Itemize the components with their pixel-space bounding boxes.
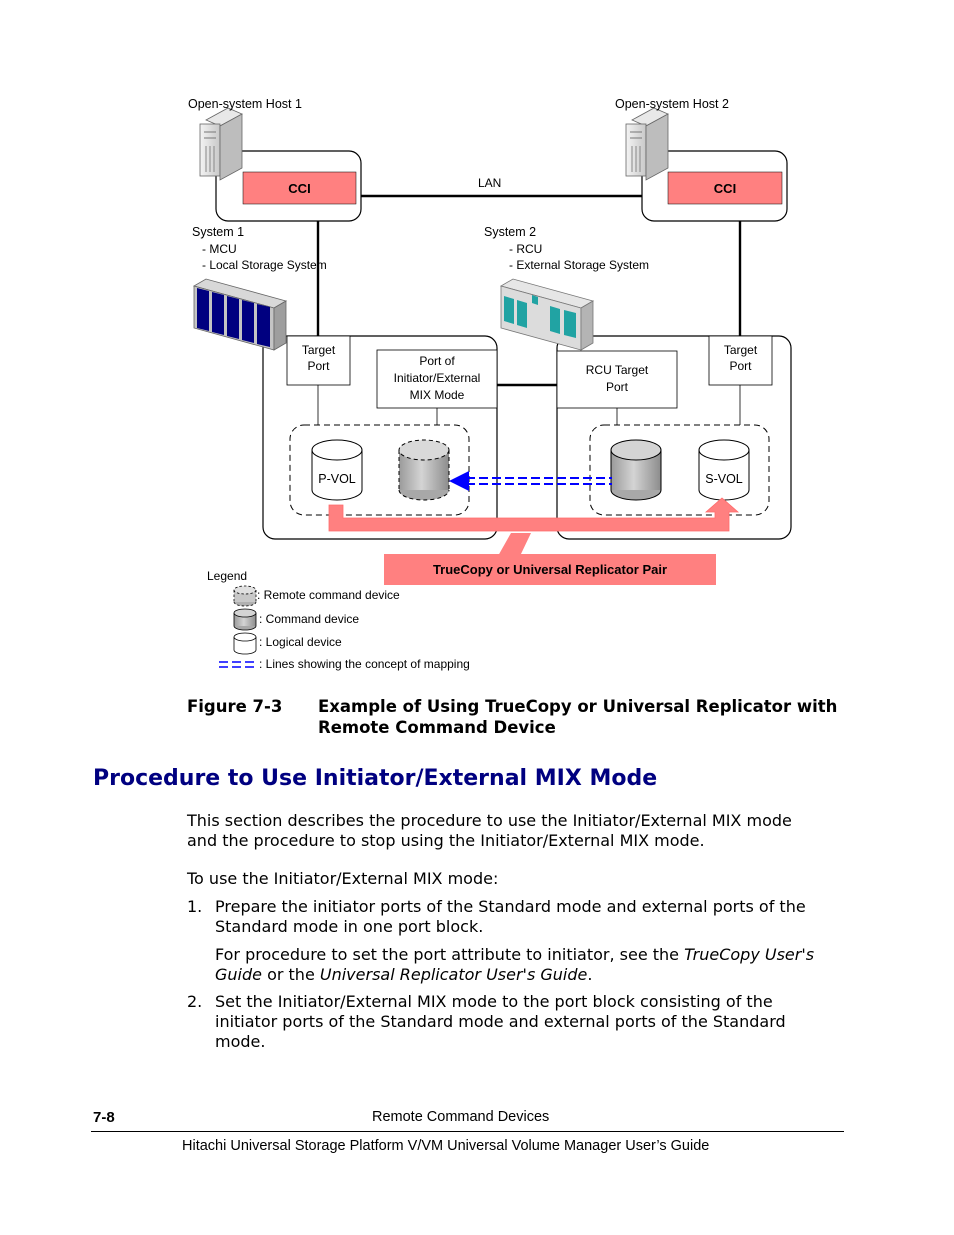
step1-line2: Standard mode in one port block. — [215, 917, 484, 936]
legend-logical-device-icon — [233, 632, 257, 655]
system2-storage-icon — [499, 278, 595, 351]
mapping-arrow — [449, 471, 612, 491]
ur-guide-title: Universal Replicator User's Guide — [319, 965, 588, 984]
target-port-2-label: Target Port — [709, 342, 772, 374]
pair-label-box — [384, 554, 716, 585]
svol-cylinder — [698, 439, 750, 501]
footer-rule — [91, 1131, 844, 1132]
target-port-2-line2: Port — [729, 359, 752, 373]
host1-label: Open-system Host 1 — [188, 97, 302, 111]
legend-mapping-line-icon — [219, 661, 258, 668]
legend-command-device-icon — [233, 608, 257, 631]
intro-paragraph: This section describes the procedure to … — [187, 811, 792, 851]
target-port-1-line2: Port — [307, 359, 330, 373]
step1-number: 1. — [187, 897, 203, 916]
pair-callout-pointer — [498, 533, 531, 556]
figure-number: Figure 7-3 — [187, 697, 283, 716]
intro-line1: This section describes the procedure to … — [187, 811, 792, 830]
legend-title: Legend — [207, 569, 248, 583]
step1-note-text-or: or the — [261, 965, 320, 984]
target-port-1-line1: Target — [301, 343, 336, 357]
intro-line2: and the procedure to stop using the Init… — [187, 831, 705, 850]
rcu-port-line1: RCU Target — [585, 363, 649, 377]
step2-line1: Set the Initiator/External MIX mode to t… — [215, 992, 773, 1011]
mix-port-line3: MIX Mode — [409, 388, 465, 402]
mix-port-line2: Initiator/External — [393, 371, 481, 385]
page-number: 7-8 — [93, 1109, 115, 1126]
cci1-label: CCI — [288, 180, 311, 196]
step1-line1: Prepare the initiator ports of the Stand… — [215, 897, 806, 916]
figure-title-line1: Example of Using TrueCopy or Universal R… — [318, 697, 838, 716]
pvol-label: P-VOL — [318, 472, 356, 486]
system1-type: - Local Storage System — [202, 258, 327, 272]
step1-note-line2: Guide or the Universal Replicator User's… — [215, 965, 814, 985]
host2-label: Open-system Host 2 — [615, 97, 729, 111]
mix-port-label: Port of Initiator/External MIX Mode — [377, 353, 497, 404]
target-port-1 — [286, 335, 351, 386]
system1-box — [262, 335, 498, 540]
command-device-cylinder — [610, 439, 662, 501]
system2-role: - RCU — [509, 242, 543, 256]
system1-storage-icon — [192, 278, 288, 351]
svol-label: S-VOL — [705, 472, 743, 486]
target-port-2 — [708, 335, 773, 386]
system2-volume-group — [589, 424, 770, 516]
legend-mapping-text: : Lines showing the concept of mapping — [259, 657, 470, 671]
system1-role: - MCU — [202, 242, 237, 256]
system2-box — [556, 335, 792, 540]
host1-server-icon — [199, 107, 243, 181]
section-heading: Procedure to Use Initiator/External MIX … — [93, 766, 658, 791]
mix-port — [376, 349, 498, 409]
cci1-box — [242, 171, 357, 205]
legend-remote-text: : Remote command device — [257, 588, 400, 602]
system2-type: - External Storage System — [509, 258, 650, 272]
pair-arrow — [328, 497, 740, 532]
lead-text: To use the Initiator/External MIX mode: — [187, 869, 499, 888]
legend-remote-device-icon — [233, 585, 257, 607]
truecopy-guide-title: TrueCopy User's — [684, 945, 815, 964]
step2-line2: initiator ports of the Standard mode and… — [215, 1012, 786, 1031]
target-port-1-label: Target Port — [287, 342, 350, 374]
step1-note-period: . — [587, 965, 593, 984]
figure-title-line2: Remote Command Device — [318, 718, 556, 737]
host2-server-icon — [625, 107, 669, 181]
cci2-label: CCI — [713, 180, 737, 196]
pvol-cylinder — [311, 439, 363, 501]
rcu-target-port — [556, 350, 678, 409]
legend-logical-text: : Logical device — [259, 635, 342, 649]
lan-label: LAN — [478, 176, 502, 190]
remote-command-device-cylinder — [398, 439, 450, 501]
system2-title: System 2 — [484, 225, 537, 239]
system1-volume-group — [289, 424, 470, 516]
truecopy-guide-title-end: Guide — [215, 965, 262, 984]
step2-line3: mode. — [215, 1032, 266, 1051]
step2-number: 2. — [187, 992, 203, 1011]
footer-chapter: Remote Command Devices — [372, 1109, 550, 1125]
architecture-diagram — [192, 107, 792, 668]
system1-title: System 1 — [192, 225, 245, 239]
step2-text: Set the Initiator/External MIX mode to t… — [215, 992, 786, 1052]
footer-book-title: Hitachi Universal Storage Platform V/VM … — [182, 1138, 710, 1154]
step1-note-line1: For procedure to set the port attribute … — [215, 945, 814, 965]
pair-label: TrueCopy or Universal Replicator Pair — [432, 562, 668, 577]
rcu-port-label: RCU Target Port — [557, 362, 677, 396]
target-port-2-line1: Target — [723, 343, 758, 357]
mix-port-line1: Port of — [419, 354, 455, 368]
step1-note-text-a: For procedure to set the port attribute … — [215, 945, 685, 964]
step1-text: Prepare the initiator ports of the Stand… — [215, 897, 806, 937]
step1-note: For procedure to set the port attribute … — [215, 945, 814, 985]
rcu-port-line2: Port — [605, 380, 628, 394]
cci2-box — [667, 171, 783, 205]
legend-command-text: : Command device — [259, 612, 360, 626]
